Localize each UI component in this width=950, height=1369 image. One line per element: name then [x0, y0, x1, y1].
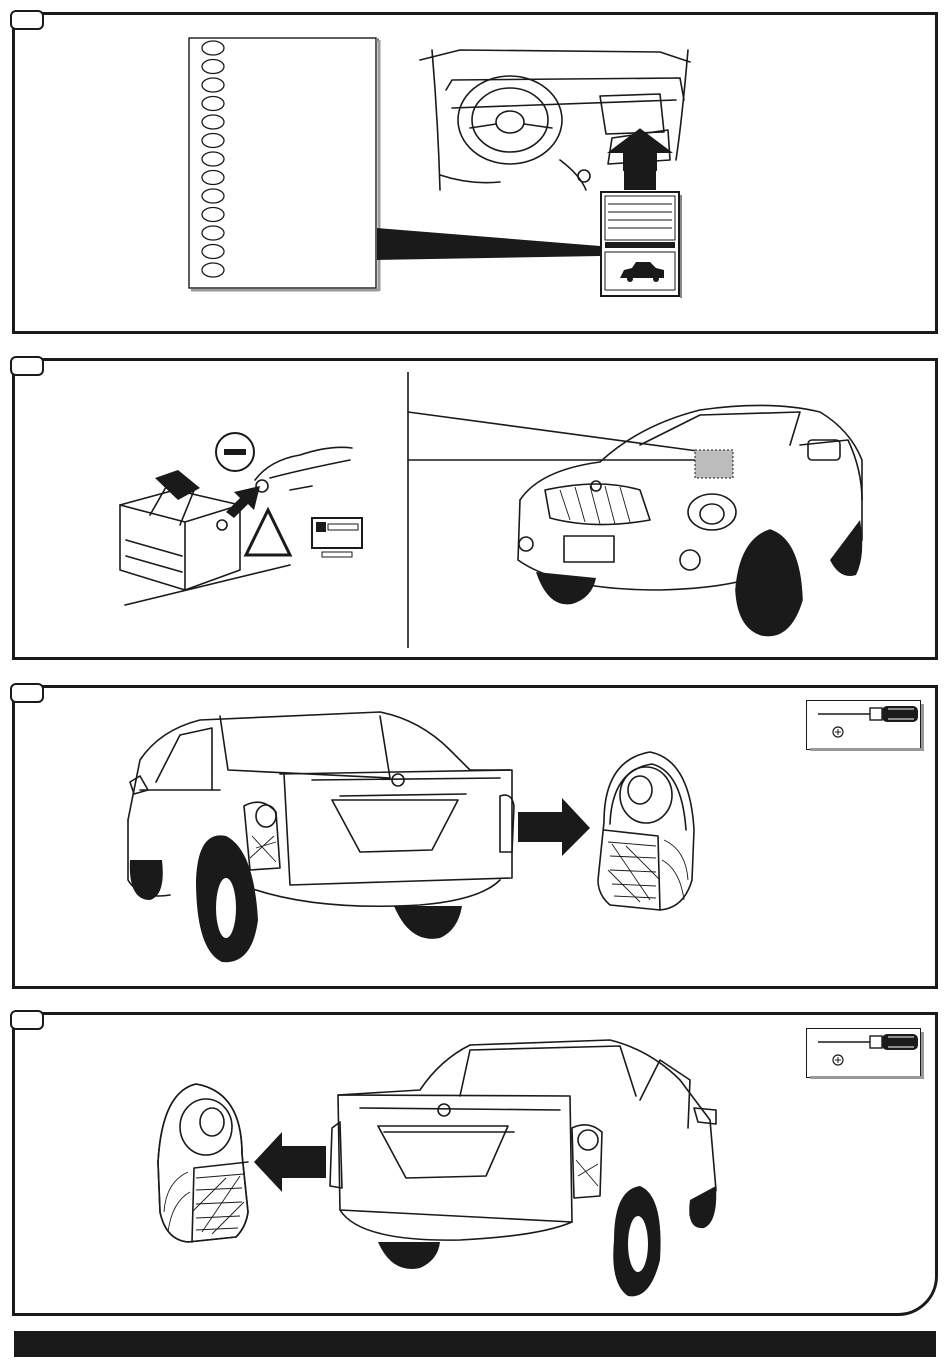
car-rear-drawing [330, 1040, 716, 1296]
arrow-left-icon [254, 1132, 326, 1192]
tail-light-left [158, 1084, 248, 1242]
footer-bar [14, 1331, 936, 1357]
screwdriver-icon [818, 1034, 918, 1050]
phillips-head-icon [833, 1055, 843, 1065]
